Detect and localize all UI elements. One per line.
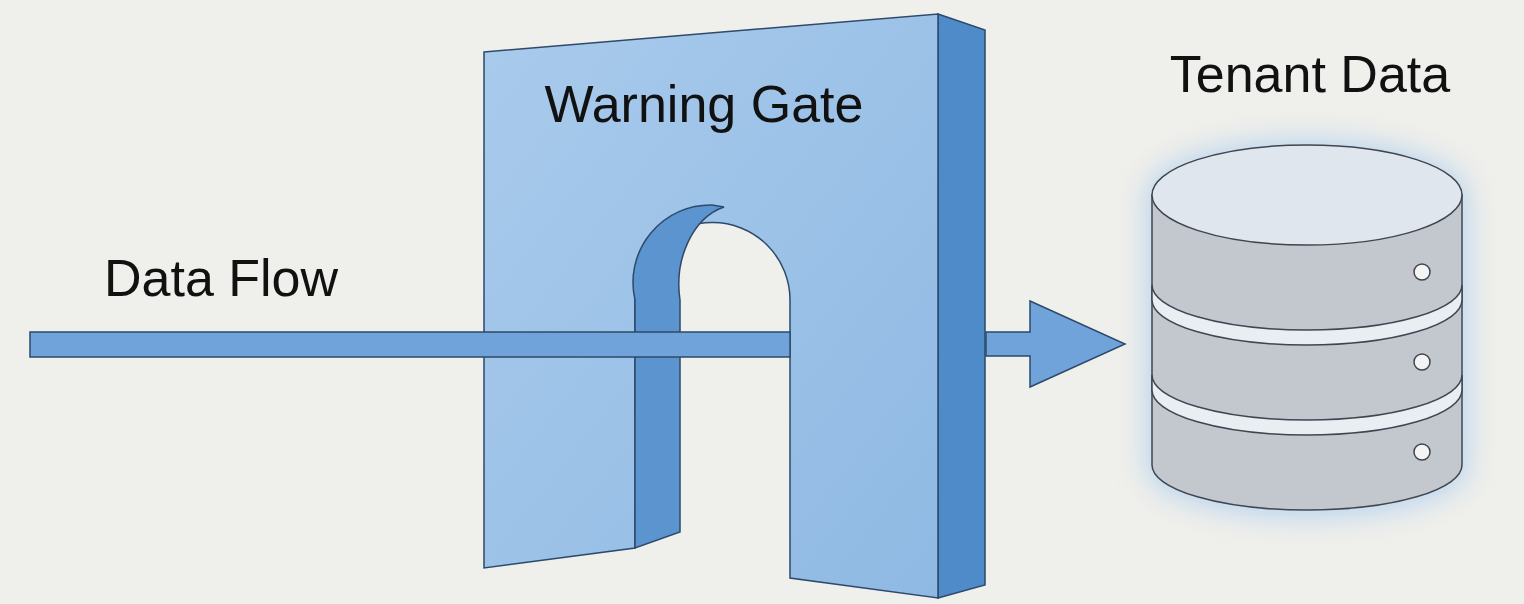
warning-gate: Warning Gate [484, 12, 986, 604]
flow-shaft [30, 332, 790, 357]
node-label: Tenant Data [1125, 46, 1495, 103]
database-shape [1125, 40, 1500, 520]
tenant-database: Tenant Data [1125, 40, 1500, 520]
flow-arrow [986, 301, 1125, 387]
flow-label: Data Flow [104, 248, 338, 308]
node-label: Warning Gate [484, 76, 924, 133]
